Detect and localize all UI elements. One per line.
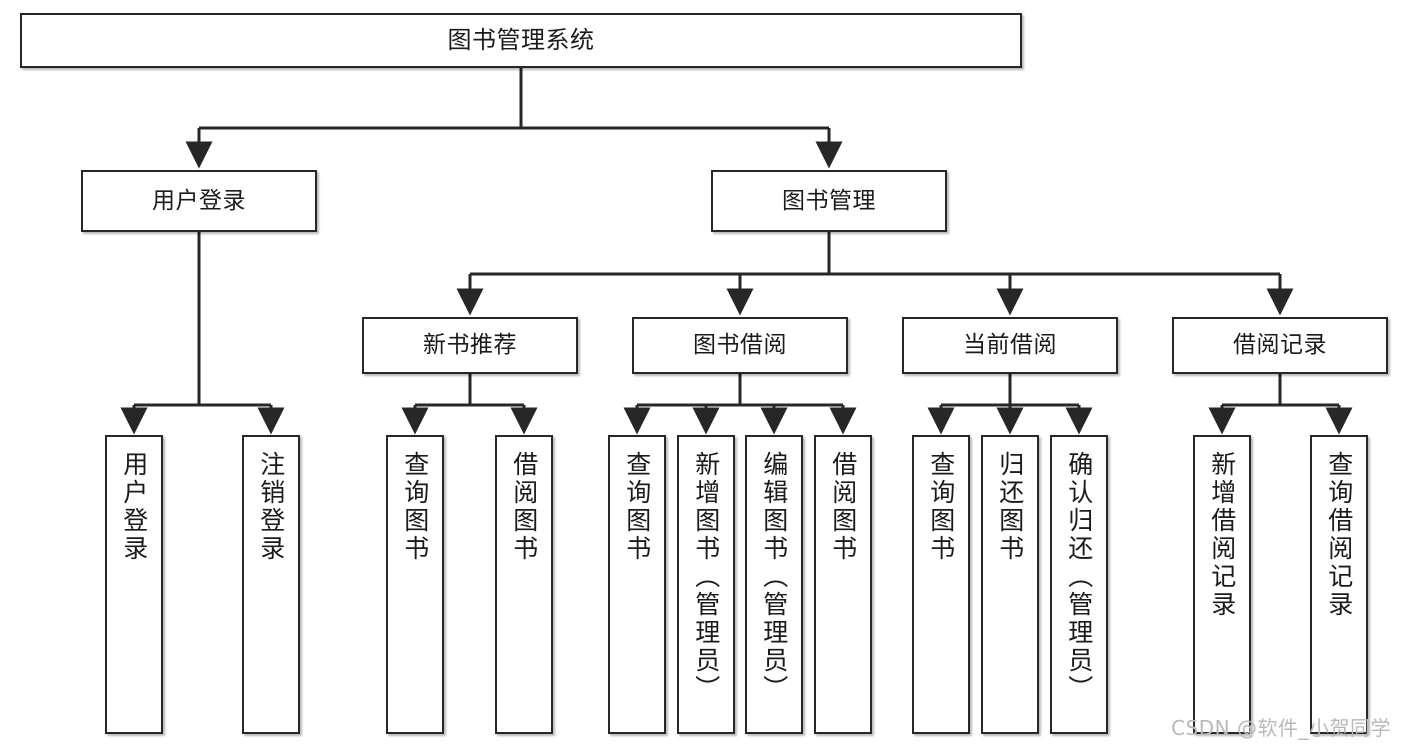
node-root-system[interactable]: 图书管理系统	[20, 13, 1022, 68]
watermark-text: CSDN @软件_小贺同学	[1171, 716, 1391, 740]
node-label: 注销登录	[256, 451, 286, 563]
node-leaf-query-book[interactable]: 查询图书	[608, 435, 666, 734]
node-label: 查询图书	[400, 451, 430, 563]
node-label: 借阅图书	[828, 451, 858, 563]
node-label: 归还图书	[995, 451, 1025, 563]
node-label: 图书管理	[782, 187, 876, 214]
node-label: 确认归还（管理员）	[1064, 451, 1094, 703]
node-label: 查询借阅记录	[1324, 451, 1354, 619]
node-user-login[interactable]: 用户登录	[81, 170, 317, 232]
node-book-management[interactable]: 图书管理	[711, 170, 947, 232]
node-label: 图书借阅	[693, 332, 787, 359]
node-leaf-borrow-book-recommend[interactable]: 借阅图书	[495, 435, 553, 734]
node-leaf-add-book-admin[interactable]: 新增图书（管理员）	[677, 435, 735, 734]
node-label: 查询图书	[622, 451, 652, 563]
node-label: 新书推荐	[423, 332, 517, 359]
node-label: 借阅记录	[1233, 332, 1327, 359]
node-borrow-record[interactable]: 借阅记录	[1172, 317, 1388, 374]
node-leaf-return-book[interactable]: 归还图书	[981, 435, 1039, 734]
node-leaf-query-book-current[interactable]: 查询图书	[912, 435, 970, 734]
node-leaf-logout[interactable]: 注销登录	[242, 435, 300, 734]
node-label: 查询图书	[926, 451, 956, 563]
node-leaf-borrow-book[interactable]: 借阅图书	[814, 435, 872, 734]
node-new-book-recommend[interactable]: 新书推荐	[362, 317, 578, 374]
node-label: 新增图书（管理员）	[691, 451, 721, 703]
node-label: 新增借阅记录	[1207, 451, 1237, 619]
node-leaf-confirm-return-admin[interactable]: 确认归还（管理员）	[1050, 435, 1108, 734]
node-leaf-edit-book-admin[interactable]: 编辑图书（管理员）	[745, 435, 803, 734]
node-leaf-add-borrow-record[interactable]: 新增借阅记录	[1193, 435, 1251, 734]
node-label: 图书管理系统	[447, 25, 595, 54]
node-label: 用户登录	[119, 451, 149, 563]
node-label: 用户登录	[152, 187, 246, 214]
node-label: 编辑图书（管理员）	[759, 451, 789, 703]
node-book-borrow[interactable]: 图书借阅	[632, 317, 848, 374]
node-label: 借阅图书	[509, 451, 539, 563]
node-leaf-query-borrow-record[interactable]: 查询借阅记录	[1310, 435, 1368, 734]
node-current-borrow[interactable]: 当前借阅	[902, 317, 1118, 374]
node-leaf-query-book-recommend[interactable]: 查询图书	[386, 435, 444, 734]
node-label: 当前借阅	[963, 332, 1057, 359]
node-leaf-user-login[interactable]: 用户登录	[105, 435, 163, 734]
